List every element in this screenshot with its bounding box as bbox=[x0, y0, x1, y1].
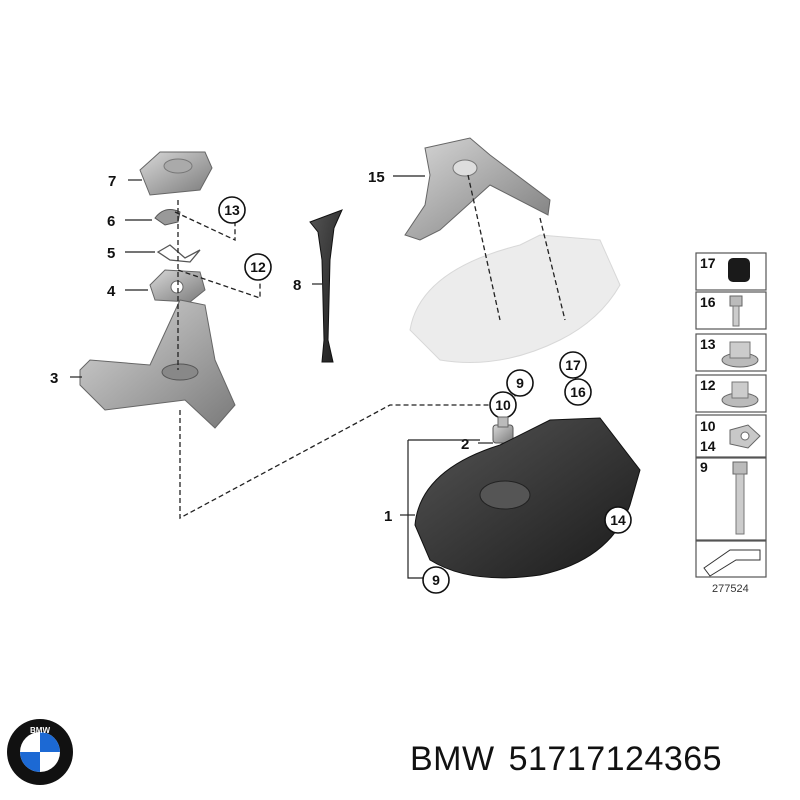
callout-6: 6 bbox=[107, 213, 115, 230]
brand-name: BMW bbox=[410, 740, 495, 778]
panel-17: 17 bbox=[700, 255, 716, 271]
bmw-logo: BMW bbox=[7, 719, 73, 785]
logo-text: BMW bbox=[30, 726, 50, 735]
part-15-bracket bbox=[404, 137, 551, 241]
callout-8: 8 bbox=[293, 277, 301, 294]
parts-panel: 17 16 13 12 10 14 9 277524 bbox=[695, 252, 767, 595]
callout-4: 4 bbox=[107, 283, 116, 300]
callout-14: 14 bbox=[610, 512, 626, 528]
callout-7: 7 bbox=[108, 173, 116, 190]
panel-13: 13 bbox=[700, 336, 716, 352]
callout-10: 10 bbox=[495, 397, 511, 413]
part-8-handle bbox=[309, 209, 343, 363]
part-5-spring bbox=[156, 244, 201, 263]
part-number: 51717124365 bbox=[508, 740, 723, 778]
part-2-nut bbox=[492, 416, 514, 444]
panel-10: 10 bbox=[700, 418, 716, 434]
panel-12: 12 bbox=[700, 377, 716, 393]
callout-13: 13 bbox=[224, 202, 240, 218]
ghost-cover bbox=[409, 234, 621, 363]
part-4-plate bbox=[149, 269, 206, 303]
callout-12: 12 bbox=[250, 259, 266, 275]
callout-9-bottom: 9 bbox=[432, 572, 440, 588]
part-3-base bbox=[79, 299, 236, 429]
panel-14: 14 bbox=[700, 438, 716, 454]
callout-5: 5 bbox=[107, 245, 115, 262]
footer-part-label: BMW 51717124365 bbox=[410, 740, 736, 779]
svg-text:17: 17 bbox=[565, 357, 581, 373]
reference-code: 277524 bbox=[712, 583, 749, 595]
panel-16: 16 bbox=[700, 294, 716, 310]
callout-2: 2 bbox=[461, 436, 469, 453]
panel-9: 9 bbox=[700, 459, 708, 475]
part-7-cap bbox=[139, 151, 213, 196]
callout-9-top: 9 bbox=[516, 375, 524, 391]
callout-1: 1 bbox=[384, 508, 392, 525]
part-1-cover bbox=[414, 417, 641, 579]
callout-16: 16 bbox=[570, 384, 586, 400]
callout-15: 15 bbox=[368, 169, 385, 186]
callout-3: 3 bbox=[50, 370, 58, 387]
